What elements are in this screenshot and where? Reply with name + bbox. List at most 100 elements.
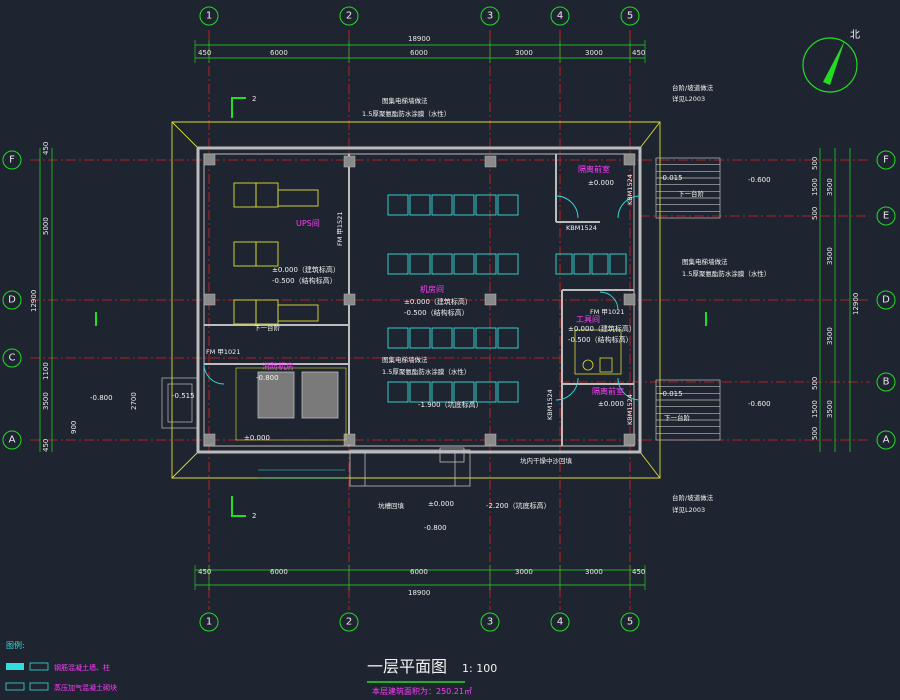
- server-cabinet: [497, 253, 519, 275]
- server-cabinet: [431, 327, 453, 349]
- dim-bottom-total: 18900: [408, 589, 430, 597]
- section-label-top: 2: [252, 95, 256, 103]
- note-wall-ref-right: 图集电梯墙做法: [682, 257, 728, 266]
- stair-top-right: [655, 157, 721, 219]
- note-wall-2: 1.5厚聚氨酯防水涂膜（水性）: [682, 269, 770, 278]
- server-cabinet: [409, 253, 431, 275]
- note-stair-top: 台阶/坡道做法: [672, 83, 714, 92]
- drawing-scale: 1: 100: [462, 662, 497, 675]
- dim-right-5: 3500: [826, 327, 834, 345]
- door-tag-3: KBM1524: [626, 174, 634, 205]
- server-cabinet: [573, 253, 591, 275]
- door-tag-2: FM 甲1021: [206, 348, 240, 356]
- dim-bottom-5: 450: [632, 568, 645, 576]
- elev-bottom-mid: -0.800: [424, 524, 447, 532]
- axis-row-d-right: D: [882, 295, 890, 306]
- note-down-top-right: 下一台阶: [678, 189, 705, 198]
- server-cabinets: [387, 194, 627, 403]
- section-markers: [95, 97, 707, 517]
- axis-row-a: A: [9, 435, 16, 446]
- server-cabinet: [431, 253, 453, 275]
- axis-row-d: D: [8, 295, 16, 306]
- server-cabinet: [387, 194, 409, 216]
- axis-row-b-right: B: [883, 377, 890, 388]
- elev-step-left: -0.515: [172, 392, 195, 400]
- server-cabinet: [475, 253, 497, 275]
- dim-bottom-1: 6000: [270, 568, 288, 576]
- dim-left-2: 12900: [30, 290, 38, 312]
- dim-top-3: 3000: [515, 49, 533, 57]
- stair-left: [161, 377, 199, 429]
- area-note: 本层建筑面积为：250.21㎡: [372, 686, 472, 696]
- structural-columns: [203, 153, 636, 446]
- note-wall-ref-top: 图集电梯墙做法: [382, 96, 428, 105]
- server-cabinet: [453, 327, 475, 349]
- dim-right-7: 500: [811, 377, 819, 390]
- server-cabinet: [409, 194, 431, 216]
- door-tag-1: FM 甲1521: [336, 212, 344, 246]
- dim-bottom-4: 3000: [585, 568, 603, 576]
- elev-fire-a: -0.800: [256, 374, 279, 382]
- room-guard-bottom: 隔离前室: [592, 386, 624, 396]
- outdoor-trench-hatch: [258, 469, 345, 479]
- outdoor-trench: [349, 447, 471, 487]
- elevation-labels: ±0.000（建筑标高） -0.500（结构标高） ±0.000（建筑标高） -…: [90, 174, 771, 532]
- door-tag-7: KBM1524: [626, 394, 634, 425]
- elev-fire-b: ±0.000: [244, 434, 270, 442]
- server-cabinet: [409, 381, 431, 403]
- server-cabinet: [387, 253, 409, 275]
- axis-labels: 1 2 3 4 5 1 2 3 4 5 F D C A F E D B A: [8, 11, 890, 628]
- door-swings: [203, 195, 641, 401]
- room-machine: 机房间: [420, 284, 444, 294]
- elev-guard-bottom: ±0.000: [598, 400, 624, 408]
- stair-outline: [655, 157, 721, 219]
- server-cabinet: [431, 381, 453, 403]
- door-tag-5: KBM1524: [546, 389, 554, 420]
- dim-left-7: 450: [42, 439, 50, 452]
- elev-out-top-right: -0.600: [748, 176, 771, 184]
- dim-left-1: 5000: [42, 217, 50, 235]
- server-cabinet: [409, 327, 431, 349]
- door-tag-4: KBM1524: [566, 224, 597, 232]
- room-names: UPS间 机房间 消防机房 隔离前室 隔离前室 工具间: [262, 164, 624, 396]
- elev-step-top-right: -0.015: [660, 174, 683, 182]
- note-down-left: 下一台阶: [254, 323, 281, 332]
- dim-left-3: 1100: [42, 362, 50, 380]
- dim-right-10: 500: [811, 427, 819, 440]
- server-cabinet: [453, 253, 475, 275]
- dim-right-1: 1500: [811, 178, 819, 196]
- stair-bottom-right: [655, 379, 721, 441]
- server-cabinet: [475, 194, 497, 216]
- site-outline: [171, 121, 661, 479]
- axis-col-5-bottom: 5: [627, 617, 633, 628]
- room-guard-top: 隔离前室: [578, 164, 610, 174]
- dim-left-4: 3500: [42, 392, 50, 410]
- fire-room-equipment: [235, 367, 347, 441]
- legend-item-concrete: 钢筋混凝土墙、柱: [54, 663, 110, 672]
- section-label-bottom: 2: [252, 512, 256, 520]
- note-wall-3: 1.5厚聚氨酯防水涂膜（水性）: [382, 367, 470, 376]
- dim-left-6: 900: [70, 421, 78, 434]
- dim-top-4: 3000: [585, 49, 603, 57]
- drawing-title: 一层平面图: [367, 657, 447, 676]
- axis-row-f-right: F: [883, 155, 889, 166]
- server-cabinet: [497, 381, 519, 403]
- server-cabinet: [387, 327, 409, 349]
- axis-col-2: 2: [346, 11, 352, 22]
- axis-col-3-bottom: 3: [487, 617, 493, 628]
- dim-top-total: 18900: [408, 35, 430, 43]
- tool-room-fixtures: [574, 329, 622, 375]
- elev-ups-b: -0.500（结构标高）: [272, 276, 337, 285]
- elev-tool-a: ±0.000（建筑标高）: [568, 324, 636, 333]
- dim-right-2: 3500: [826, 178, 834, 196]
- dim-left-0: 450: [42, 142, 50, 155]
- dim-left-5: 2700: [130, 392, 138, 410]
- axis-col-5: 5: [627, 11, 633, 22]
- server-cabinet: [497, 327, 519, 349]
- server-cabinet: [475, 381, 497, 403]
- axis-col-1-bottom: 1: [206, 617, 212, 628]
- legend-swatch-concrete-hatch: [29, 662, 49, 671]
- axis-row-c: C: [9, 353, 16, 364]
